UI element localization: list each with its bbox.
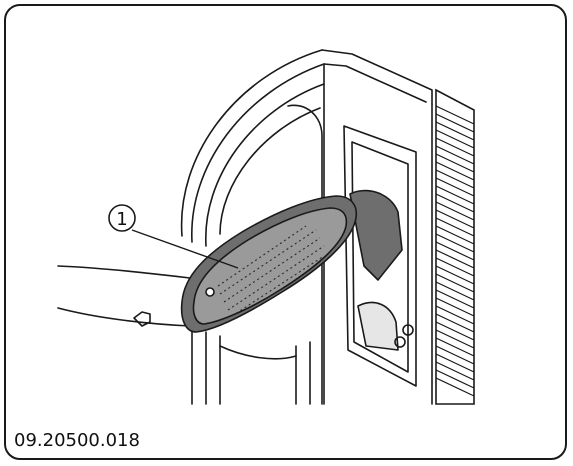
housing-arc-outer (180, 49, 323, 237)
bracket-lower (357, 301, 399, 351)
callout-leader (131, 229, 239, 269)
part-perforation (217, 225, 325, 317)
arc-line-lower (57, 307, 192, 327)
bracket-dark (349, 189, 403, 281)
callout-circle (108, 204, 136, 232)
inner-pane-edge (287, 104, 323, 405)
housing-arc-3 (205, 83, 325, 247)
housing-arc-4 (219, 107, 321, 235)
arc-clip (133, 311, 151, 327)
column-window-inner (351, 141, 409, 373)
highlighted-part (180, 195, 358, 333)
housing-top-rim-inner (323, 63, 427, 103)
part-screw (205, 287, 215, 297)
side-grille (435, 88, 475, 405)
callout-number: 1 (116, 209, 127, 230)
part-face (192, 207, 348, 325)
hole-b (402, 324, 414, 336)
column-window (343, 125, 417, 387)
hole-a (394, 336, 406, 348)
diagram-frame: 1 09.20500.018 (4, 4, 567, 460)
housing-arc-2 (191, 63, 325, 243)
arc-line-upper (57, 265, 191, 279)
technical-illustration: 1 (57, 49, 475, 405)
figure-caption: 09.20500.018 (14, 430, 140, 451)
post-crossbar (219, 345, 297, 360)
housing-top-rim (321, 49, 433, 105)
callout-1: 1 (108, 204, 239, 269)
